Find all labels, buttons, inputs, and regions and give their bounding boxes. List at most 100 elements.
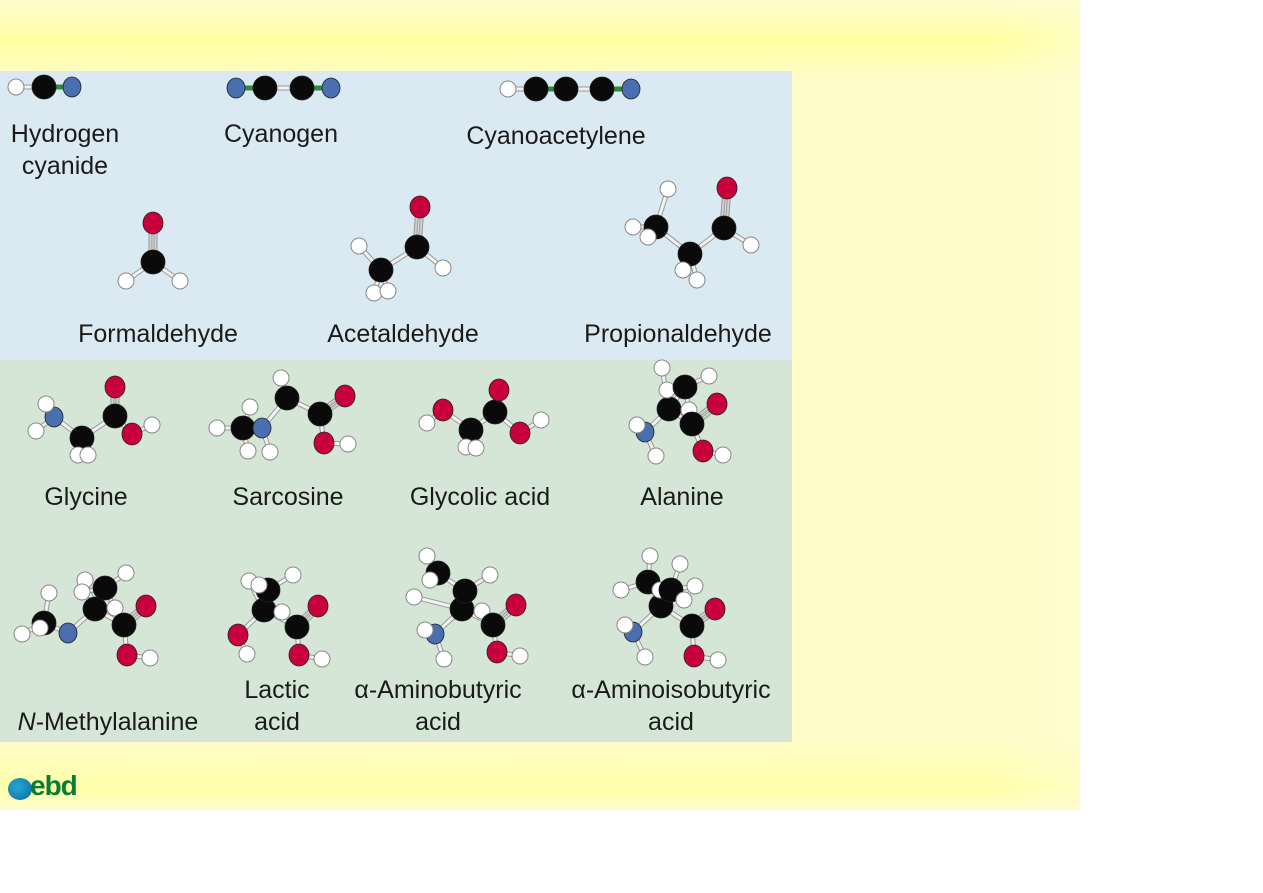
lactic-acid-label: Lactic acid — [244, 674, 309, 738]
oxygen-atom — [227, 623, 249, 647]
oxygen-atom — [116, 643, 138, 667]
label-line: Hydrogen — [10, 120, 120, 148]
oxygen-atom — [509, 421, 531, 445]
cyanoacetylene-label: Cyanoacetylene — [466, 120, 645, 152]
hydrogen-atom — [659, 180, 677, 198]
carbon-atom — [111, 612, 137, 638]
hydrogen-atom — [272, 369, 290, 387]
carbon-atom — [672, 374, 698, 400]
acetaldehyde-label: Acetaldehyde — [327, 318, 479, 350]
carbon-atom — [711, 215, 737, 241]
hydrogen-atom — [73, 583, 91, 601]
carbon-atom — [482, 399, 508, 425]
hydrogen-atom — [647, 447, 665, 465]
carbon-atom — [404, 234, 430, 260]
oxygen-atom — [135, 594, 157, 618]
hydrogen-atom — [379, 282, 397, 300]
hydrogen-atom — [421, 571, 439, 589]
hydrogen-atom — [612, 581, 630, 599]
n-methylalanine-label: N-Methylalanine — [18, 706, 199, 738]
hydrogen-atom — [658, 381, 676, 399]
label-line: Acetaldehyde — [327, 320, 479, 348]
hydrogen-atom — [171, 272, 189, 290]
logo-text: ebd — [30, 770, 78, 801]
hydrogen-atom — [27, 422, 45, 440]
carbon-atom — [274, 385, 300, 411]
label-line: Glycine — [44, 483, 128, 511]
carbon-atom — [69, 425, 95, 451]
label-line: N-Methylalanine — [17, 708, 199, 736]
hydrogen-atom — [40, 584, 58, 602]
label-line: acid — [648, 708, 694, 736]
sarcosine-label: Sarcosine — [232, 481, 343, 513]
label-line: cyanide — [21, 152, 109, 180]
hydrogen-atom — [339, 435, 357, 453]
oxygen-atom — [683, 644, 705, 668]
hydrogen-atom — [284, 566, 302, 584]
hydrogen-cyanide-molecule — [7, 74, 82, 100]
label-line: acid — [254, 708, 300, 736]
carbon-atom — [679, 411, 705, 437]
hydrogen-atom — [674, 261, 692, 279]
molecule-diagrams — [7, 74, 760, 669]
carbon-atom — [523, 76, 549, 102]
hydrogen-atom — [511, 647, 529, 665]
hydrogen-atom — [467, 439, 485, 457]
cyanogen-molecule — [226, 75, 341, 101]
carbon-atom — [252, 75, 278, 101]
hydrogen-atom — [532, 411, 550, 429]
carbon-atom — [289, 75, 315, 101]
hydrogen-atom — [636, 648, 654, 666]
hydrogen-atom — [405, 588, 423, 606]
oxygen-atom — [334, 384, 356, 408]
alanine-molecule — [628, 359, 732, 465]
glycolic-acid-label: Glycolic acid — [410, 481, 550, 513]
n-methylalanine-molecule — [13, 564, 159, 667]
hydrogen-atom — [13, 625, 31, 643]
nitrogen-atom — [62, 76, 82, 98]
carbon-atom — [82, 596, 108, 622]
carbon-atom — [679, 613, 705, 639]
hydrogen-atom — [141, 649, 159, 667]
ebd-logo: ebd — [8, 770, 100, 804]
lactic-acid-molecule — [227, 566, 331, 668]
hydrogen-atom — [106, 599, 124, 617]
oxygen-atom — [692, 439, 714, 463]
hydrogen-atom — [628, 416, 646, 434]
label-line: Lactic — [244, 676, 310, 704]
oxygen-atom — [716, 176, 738, 200]
oxygen-atom — [142, 211, 164, 235]
nitrogen-atom — [44, 406, 64, 428]
formaldehyde-molecule — [117, 211, 189, 290]
carbon-atom — [458, 417, 484, 443]
hydrogen-atom — [416, 621, 434, 639]
formaldehyde-label: Formaldehyde — [78, 318, 238, 350]
hydrogen-atom — [671, 555, 689, 573]
carbon-atom — [31, 74, 57, 100]
glycine-molecule — [27, 375, 161, 464]
carbon-atom — [368, 257, 394, 283]
hydrogen-atom — [117, 564, 135, 582]
carbon-atom — [307, 401, 333, 427]
label-line: Sarcosine — [232, 483, 344, 511]
alpha-aminoisobutyric-acid-label: α-Aminoisobutyric acid — [571, 674, 770, 738]
carbon-atom — [452, 578, 478, 604]
label-line: Glycolic acid — [409, 483, 551, 511]
acetaldehyde-molecule — [350, 195, 452, 302]
alpha-aminoisobutyric-acid-molecule — [612, 547, 727, 669]
label-line: α-Aminoisobutyric — [571, 676, 771, 704]
hydrogen-atom — [653, 359, 671, 377]
hydrogen-atom — [714, 446, 732, 464]
oxygen-atom — [313, 431, 335, 455]
carbon-atom — [284, 614, 310, 640]
oxygen-atom — [307, 594, 329, 618]
hydrogen-cyanide-label: Hydrogen cyanide — [11, 118, 119, 182]
hydrogen-atom — [238, 645, 256, 663]
hydrogen-atom — [616, 616, 634, 634]
hydrogen-atom — [7, 78, 25, 96]
hydrogen-atom — [499, 80, 517, 98]
carbon-atom — [230, 415, 256, 441]
hydrogen-atom — [624, 218, 642, 236]
hydrogen-atom — [313, 650, 331, 668]
oxygen-atom — [486, 640, 508, 664]
